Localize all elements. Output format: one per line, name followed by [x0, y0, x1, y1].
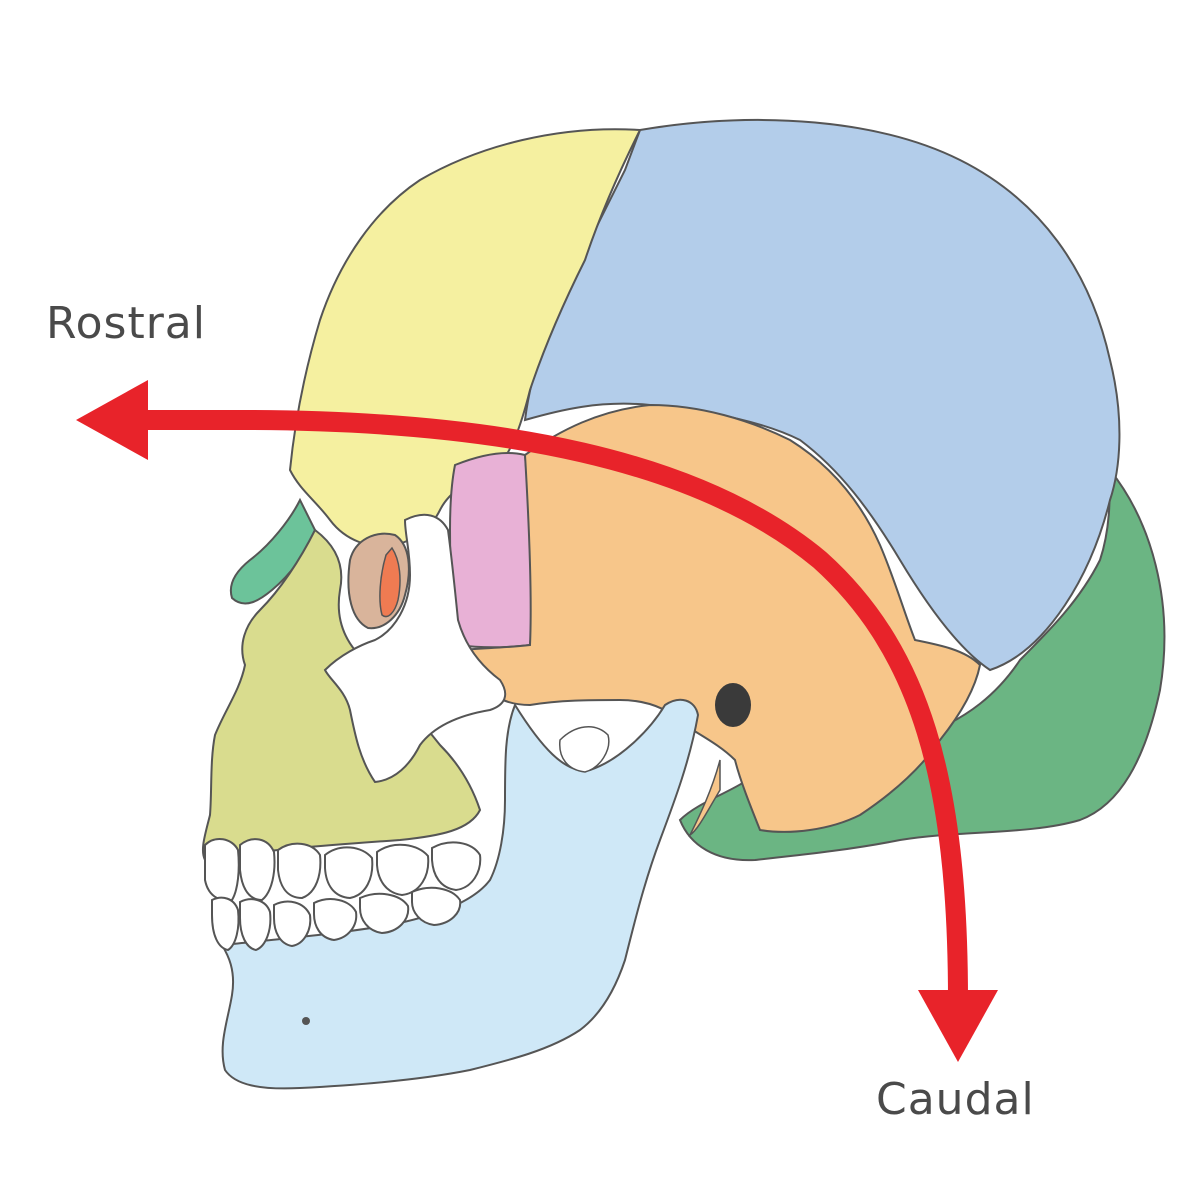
arrow-left-icon [76, 380, 148, 460]
lower-teeth [211, 886, 462, 952]
sphenoid-bone [448, 452, 534, 649]
mental-foramen [302, 1017, 310, 1025]
parietal-bone [523, 119, 1121, 672]
arrow-curve [140, 410, 968, 1001]
rostral-label: Rostral [46, 298, 206, 349]
upper-teeth [204, 838, 482, 902]
ear-canal [715, 683, 751, 727]
mandibular-notch [559, 726, 610, 773]
caudal-label: Caudal [876, 1074, 1035, 1125]
arrow-down-icon [918, 990, 998, 1062]
styloid-process [688, 759, 721, 838]
ethmoid-bone [379, 546, 401, 618]
zygomatic-bone [323, 513, 507, 784]
